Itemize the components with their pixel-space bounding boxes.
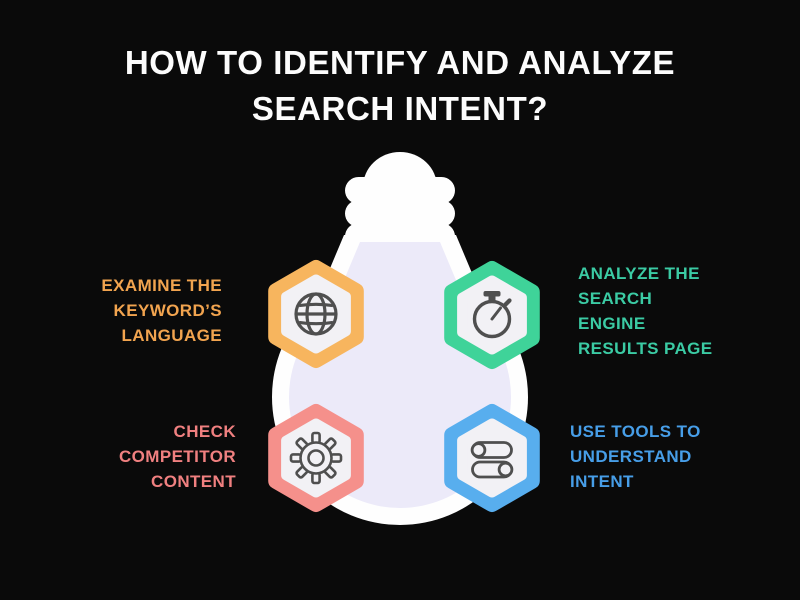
label-analyze-serp: ANALYZE THE SEARCH ENGINE RESULTS PAGE	[578, 261, 713, 361]
page-title-line2: SEARCH INTENT?	[251, 90, 549, 127]
hexagon-green	[444, 261, 540, 369]
badge-analyze-serp	[442, 260, 542, 370]
label-line: UNDERSTAND	[570, 447, 692, 466]
page-title-line1: HOW TO IDENTIFY AND ANALYZE	[124, 44, 676, 81]
label-line: INTENT	[570, 472, 634, 491]
badge-use-tools-understand-intent	[442, 403, 542, 513]
label-line: SEARCH	[578, 289, 653, 308]
hexagon-red	[268, 404, 364, 512]
page-title: HOW TO IDENTIFY AND ANALYZE SEARCH INTEN…	[0, 40, 800, 132]
toggles-icon	[470, 441, 514, 479]
stopwatch-icon	[472, 291, 512, 339]
label-line: ENGINE	[578, 314, 646, 333]
label-line: RESULTS PAGE	[578, 339, 713, 358]
hexagon-blue	[444, 404, 540, 512]
label-line: EXAMINE THE	[101, 276, 222, 295]
label-line: USE TOOLS TO	[570, 422, 701, 441]
label-line: KEYWORD’S	[113, 301, 222, 320]
label-line: ANALYZE THE	[578, 264, 700, 283]
badge-examine-keyword-language	[266, 259, 366, 369]
label-line: CHECK	[173, 422, 236, 441]
label-line: CONTENT	[151, 472, 236, 491]
label-examine-keyword-language: EXAMINE THE KEYWORD’S LANGUAGE	[101, 273, 222, 348]
label-line: LANGUAGE	[121, 326, 222, 345]
gear-icon	[289, 431, 343, 485]
badge-check-competitor-content	[266, 403, 366, 513]
globe-icon	[294, 292, 338, 336]
label-use-tools-understand-intent: USE TOOLS TO UNDERSTAND INTENT	[570, 419, 701, 494]
label-line: COMPETITOR	[118, 447, 236, 466]
hexagon-orange	[268, 260, 364, 368]
label-check-competitor-content: CHECK COMPETITOR CONTENT	[119, 419, 236, 494]
